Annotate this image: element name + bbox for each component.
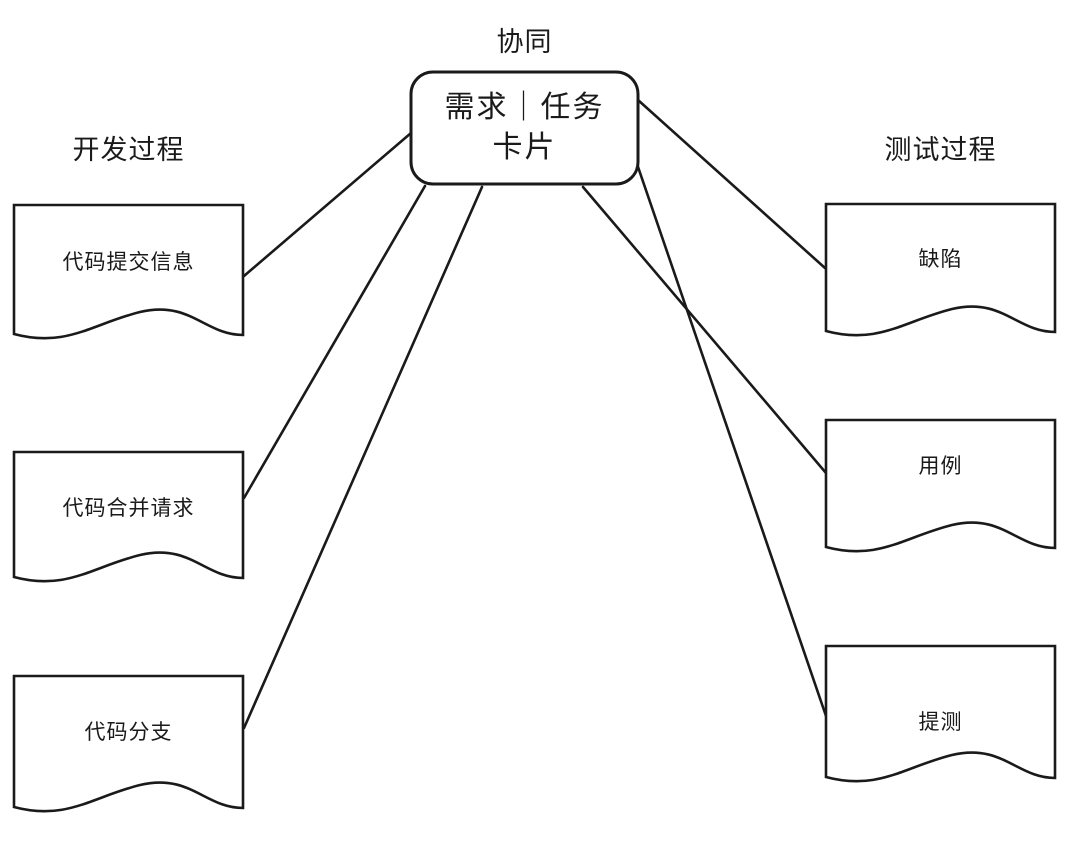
node-label-testcase: 用例 xyxy=(918,455,963,478)
node-shape-merge-request[interactable] xyxy=(12,450,245,583)
column-header-testing: 测试过程 xyxy=(884,135,997,165)
center-card-shape[interactable] xyxy=(409,70,640,186)
node-shape-code-branch[interactable] xyxy=(12,674,245,813)
node-shape-test-submission[interactable] xyxy=(824,644,1057,783)
node-label-code-commit: 代码提交信息 xyxy=(62,251,195,274)
column-header-development: 开发过程 xyxy=(72,135,185,165)
node-label-code-branch: 代码分支 xyxy=(84,721,173,744)
node-label-defect: 缺陷 xyxy=(918,248,963,271)
node-label-merge-request: 代码合并请求 xyxy=(62,497,195,520)
node-shape-code-commit[interactable] xyxy=(12,203,245,340)
node-shape-testcase[interactable] xyxy=(824,418,1057,553)
diagram-title: 协同 xyxy=(496,27,553,57)
node-label-test-submission: 提测 xyxy=(918,711,963,734)
node-shape-defect[interactable] xyxy=(824,202,1057,337)
